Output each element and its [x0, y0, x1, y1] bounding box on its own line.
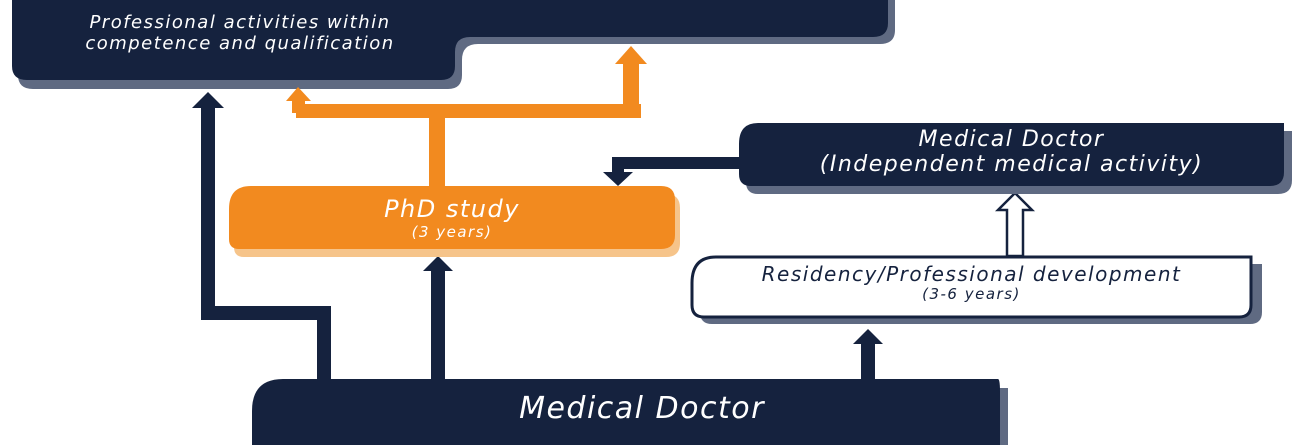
md-to-professional-arrow	[192, 92, 331, 386]
phd-study-duration: (3 years)	[411, 222, 493, 241]
medical-doctor-label: Medical Doctor	[252, 391, 1032, 427]
independent-to-phd-arrow	[603, 157, 744, 186]
independent-md-line1: Medical Doctor	[918, 127, 1105, 152]
medical-doctor-title: Medical Doctor	[519, 391, 765, 426]
residency-title: Residency/Professional development	[761, 262, 1182, 286]
residency-duration: (3-6 years)	[922, 285, 1021, 303]
residency-label: Residency/Professional development (3-6 …	[692, 263, 1251, 303]
independent-md-label: Medical Doctor (Independent medical acti…	[739, 127, 1284, 178]
professional-activities-line1: Professional activities within	[89, 12, 391, 33]
phd-study-label: PhD study (3 years)	[229, 195, 675, 241]
professional-activities-line2: competence and qualification	[85, 32, 395, 54]
professional-activities-box	[12, 0, 895, 89]
independent-md-box	[739, 123, 1292, 194]
phd-study-title: PhD study	[384, 195, 520, 223]
independent-md-line2: (Independent medical activity)	[819, 152, 1204, 178]
md-to-residency-arrow	[853, 329, 883, 386]
residency-box	[690, 255, 1262, 324]
md-to-phd-arrow	[423, 256, 453, 386]
residency-to-independent-arrow	[994, 191, 1036, 258]
phd-study-box	[229, 186, 680, 257]
professional-activities-label: Professional activities within competenc…	[40, 12, 440, 54]
phd-to-top-arrows	[286, 46, 647, 188]
medical-doctor-box	[252, 379, 1008, 445]
